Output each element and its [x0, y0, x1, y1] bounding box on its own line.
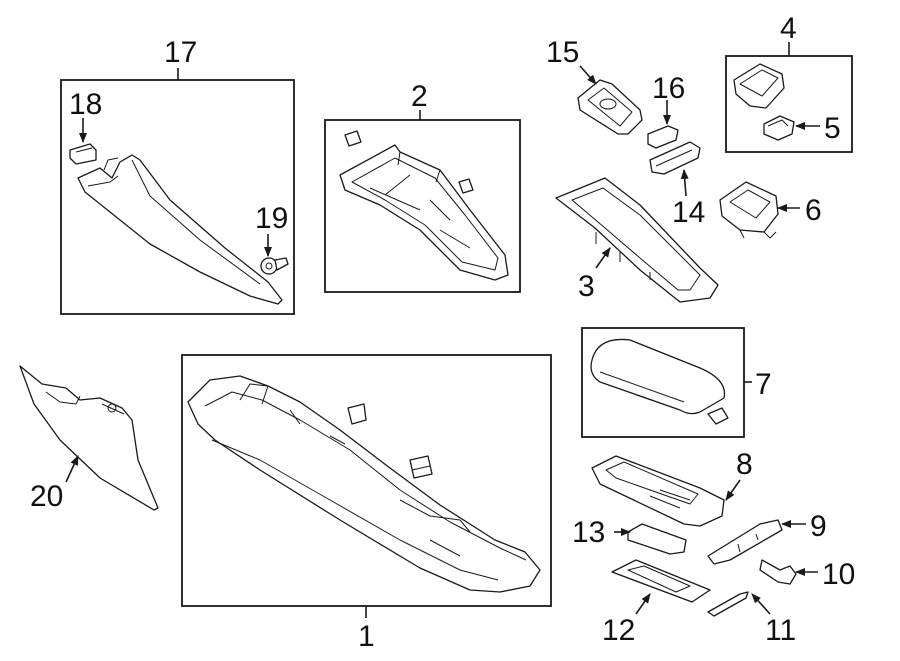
callout-2: 2	[411, 80, 428, 113]
leader-8	[725, 479, 741, 501]
leader-12	[635, 593, 651, 615]
callout-9: 9	[810, 510, 827, 543]
callout-6: 6	[805, 194, 822, 227]
callout-20: 20	[30, 480, 63, 513]
part-18-clip[interactable]	[69, 143, 97, 165]
callout-16: 16	[652, 72, 685, 105]
callout-8: 8	[736, 448, 753, 481]
callout-1: 1	[358, 620, 375, 653]
part-14-bracket[interactable]	[649, 141, 701, 175]
part-8-armrest-base[interactable]	[591, 455, 725, 527]
part-19-push-pin[interactable]	[260, 257, 289, 275]
callout-15: 15	[546, 36, 579, 69]
part-17-side-trim[interactable]	[77, 154, 283, 305]
part-10-actuator[interactable]	[759, 559, 797, 585]
part-15-bezel[interactable]	[577, 79, 643, 135]
leader-3	[595, 247, 611, 269]
part-12-mat[interactable]	[611, 559, 711, 603]
group-box-2	[324, 119, 521, 293]
callout-19: 19	[255, 202, 288, 235]
callout-12: 12	[602, 614, 635, 647]
part-2-clip-a[interactable]	[344, 130, 362, 147]
part-4-cup-holder[interactable]	[733, 63, 785, 109]
part-2-console-frame[interactable]	[339, 144, 509, 281]
part-20-kick-panel[interactable]	[19, 365, 159, 511]
part-11-rod[interactable]	[707, 591, 749, 617]
callout-18: 18	[69, 88, 102, 121]
leader-15	[579, 65, 597, 85]
callout-4: 4	[780, 12, 797, 45]
callout-17: 17	[164, 36, 197, 69]
leader-20	[65, 455, 79, 483]
callout-3: 3	[578, 270, 595, 303]
callout-11: 11	[765, 614, 796, 647]
part-16-insert[interactable]	[647, 125, 679, 149]
part-1-console-base[interactable]	[187, 375, 541, 593]
part-9-rail[interactable]	[707, 519, 783, 565]
part-6-cup-insert[interactable]	[719, 181, 779, 239]
part-2-clip-b[interactable]	[458, 178, 474, 194]
callout-13: 13	[572, 516, 605, 549]
callout-10: 10	[822, 558, 855, 591]
callout-7: 7	[755, 368, 772, 401]
callout-5: 5	[824, 112, 841, 145]
part-3-trim-plate[interactable]	[555, 177, 719, 303]
callout-14: 14	[672, 196, 705, 229]
part-5-latch[interactable]	[763, 115, 795, 141]
leader-11	[751, 593, 771, 615]
part-7-armrest-lid[interactable]	[590, 338, 726, 415]
part-13-strip[interactable]	[627, 523, 687, 555]
part-1-clip-a[interactable]	[347, 403, 367, 425]
part-7-hinge[interactable]	[707, 407, 729, 425]
part-1-clip-b[interactable]	[409, 455, 433, 479]
leader-14	[680, 169, 689, 197]
